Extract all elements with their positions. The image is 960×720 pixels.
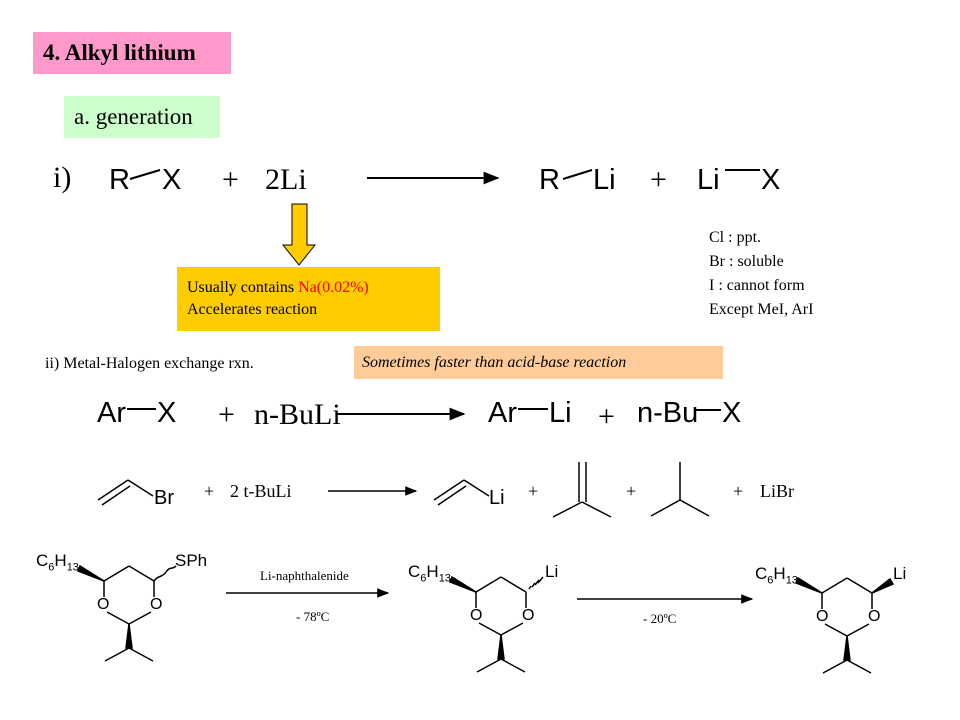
faster-note-box: Sometimes faster than acid-base reaction — [354, 346, 723, 379]
ring1-o-left: O — [97, 596, 110, 613]
sph-label: SPh — [175, 551, 208, 570]
c6h13-label-1: C6H13 — [36, 551, 79, 574]
rx-product-x: X — [761, 164, 781, 196]
vinyl-plus-2: + — [528, 481, 539, 501]
rx-plus-1: + — [222, 163, 239, 196]
isobutane-structure — [650, 462, 710, 517]
vinyl-li: Li — [489, 487, 505, 509]
rx-product-li2: Li — [697, 164, 720, 196]
arrow1-temp: - 78ºC — [296, 609, 330, 624]
dioxane-sph-structure — [77, 564, 177, 662]
halide-note: Br : soluble — [709, 253, 784, 270]
vinyl-lithium-structure — [433, 479, 490, 506]
dioxane-li-equatorial-structure — [795, 576, 895, 674]
sodium-note-line2: Accelerates reaction — [187, 301, 318, 318]
vinyl-plus-1: + — [204, 481, 215, 501]
halide-notes: Cl : ppt. Br : soluble I : cannot form E… — [709, 226, 813, 322]
arrow2-temp: - 20ºC — [643, 611, 677, 626]
ring2-o-right: O — [522, 607, 535, 624]
ring2-o-left: O — [470, 607, 483, 624]
vinyl-br: Br — [154, 487, 174, 509]
rx-reagent-2li: 2Li — [265, 163, 307, 196]
vinyl-bromide-structure — [97, 479, 154, 506]
c6h13-label-3: C6H13 — [755, 564, 798, 587]
isobutylene-structure — [552, 462, 612, 518]
ex-product-nbu: n-Bu — [637, 397, 699, 429]
slide-title: 4. Alkyl lithium — [33, 32, 231, 74]
ex-plus-1: + — [218, 398, 235, 431]
rx-reactant-x: X — [162, 164, 182, 196]
dioxane-li-axial-structure — [449, 575, 544, 673]
rx-plus-2: + — [650, 163, 667, 196]
vinyl-libr: LiBr — [760, 481, 794, 501]
ex-reagent-nbuli: n-BuLi — [254, 398, 341, 431]
step-ii-label: ii) Metal-Halogen exchange rxn. — [45, 355, 254, 372]
vinyl-plus-4: + — [733, 481, 744, 501]
arrow1-reagent: Li-naphthalenide — [260, 568, 349, 583]
ex-plus-2: + — [598, 400, 615, 433]
rx-product-li: Li — [593, 164, 616, 196]
ex-reactant-ar: Ar — [97, 397, 126, 429]
rx-product-r: R — [539, 164, 560, 196]
ex-product-li: Li — [549, 397, 572, 429]
ring3-o-left: O — [816, 608, 829, 625]
li-label-3: Li — [893, 564, 907, 583]
halide-note: Cl : ppt. — [709, 229, 762, 246]
sodium-note-text: Usually contains — [187, 279, 299, 296]
bond-r-x — [129, 169, 161, 180]
li-label-2: Li — [545, 562, 559, 581]
down-arrow-icon — [281, 203, 317, 266]
ex-product-ar: Ar — [488, 397, 517, 429]
rx-reactant-r: R — [109, 164, 130, 196]
halide-note: Except MeI, ArI — [709, 301, 814, 318]
bond-r-li — [562, 169, 593, 180]
vinyl-plus-3: + — [626, 481, 637, 501]
ex-reactant-x: X — [157, 397, 177, 429]
ring1-o-right: O — [150, 596, 163, 613]
step-i-label: i) — [53, 161, 72, 194]
section-subtitle: a. generation — [64, 96, 220, 138]
c6h13-label-2: C6H13 — [408, 562, 451, 585]
ring3-o-right: O — [868, 608, 881, 625]
sodium-note-box: Usually contains Na(0.02%) Accelerates r… — [177, 267, 440, 331]
ex-product-x: X — [722, 397, 742, 429]
sodium-note-na: Na(0.02%) — [298, 279, 369, 296]
vinyl-reagent: 2 t-BuLi — [230, 481, 292, 501]
halide-note: I : cannot form — [709, 277, 805, 294]
